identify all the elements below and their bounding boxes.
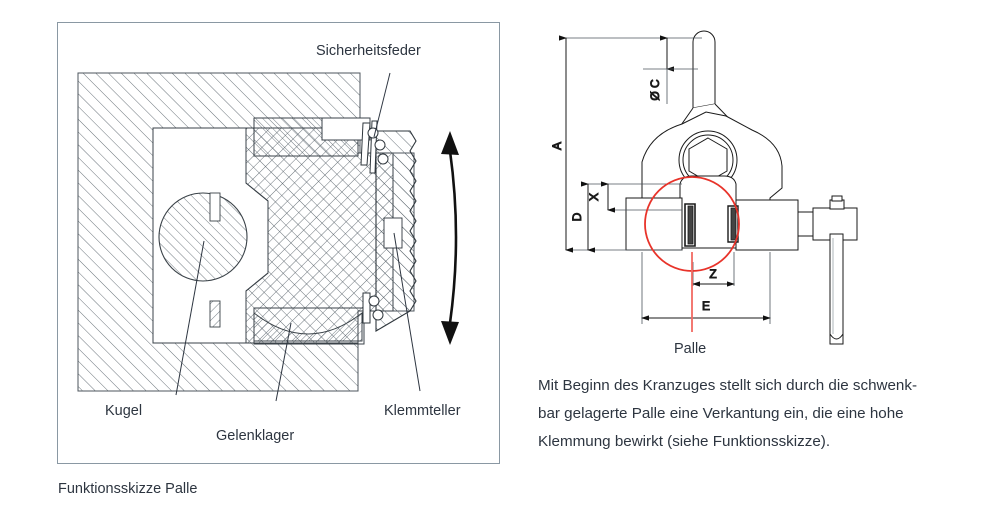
description-line-1: Mit Beginn des Kranzuges stellt sich dur… (538, 377, 918, 394)
upper-collar (253, 117, 371, 157)
key-slot-lower (209, 300, 221, 328)
dimension-label-X: X (587, 193, 601, 201)
callout-label-sicherheitsfeder: Sicherheitsfeder (316, 43, 421, 59)
key-slot-upper (209, 192, 221, 222)
callout-label-kugel: Kugel (105, 403, 142, 419)
dimension-C: Ø C (643, 35, 698, 104)
dimension-X: X (587, 181, 615, 213)
ball-kugel (158, 192, 248, 282)
dimension-label-D: D (570, 212, 584, 221)
callout-leader-lines (175, 72, 421, 402)
callout-label-gelenklager: Gelenklager (216, 428, 294, 444)
clamp-technical-drawing-panel: A Ø C D X (530, 12, 890, 362)
swivel-arrow-icon (441, 131, 459, 345)
figure-caption: Funktionsskizze Palle (58, 481, 198, 497)
palle-highlight (644, 176, 740, 332)
functional-sketch-panel: Sicherheitsfeder Kugel Gelenklager Klemm… (57, 22, 500, 464)
description-text-block: Mit Beginn des Kranzuges stellt sich dur… (538, 372, 968, 456)
dimension-A: A (550, 35, 573, 253)
dimension-label-Z: Z (709, 267, 716, 281)
clamp-technical-drawing: A Ø C D X (550, 30, 858, 357)
spindle-and-lever (797, 195, 858, 345)
safety-spring (360, 120, 389, 324)
dimension-Z: Z (692, 267, 735, 287)
dimension-label-C: Ø C (648, 79, 662, 101)
dimension-E: E (641, 299, 771, 321)
dimension-label-E: E (702, 299, 710, 313)
description-line-3: Klemmung bewirkt (siehe Funktionsskizze)… (538, 433, 831, 450)
callout-label-klemmteller: Klemmteller (384, 403, 461, 419)
description-line-2: bar gelagerte Palle eine Verkantung ein,… (538, 405, 904, 422)
joint-bearing (253, 307, 365, 345)
clamp-body (625, 30, 799, 251)
functional-sketch-drawing: Sicherheitsfeder Kugel Gelenklager Klemm… (77, 43, 461, 444)
dimension-D: D (570, 181, 595, 253)
dimension-label-A: A (550, 142, 564, 150)
palle-highlight-label: Palle (674, 341, 706, 357)
